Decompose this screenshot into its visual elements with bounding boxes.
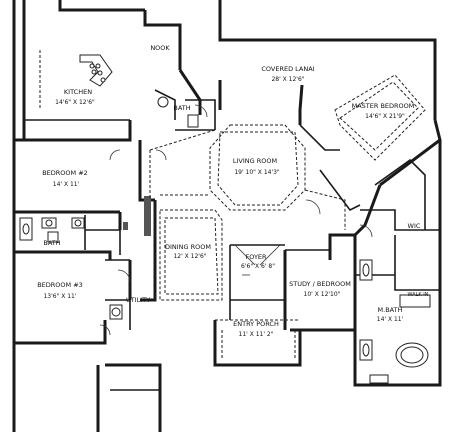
- room-label-master-bedroom: MASTER BEDROOM: [352, 102, 415, 110]
- room-size-bedroom-3: 13'6" X 11': [43, 293, 76, 300]
- doors: [99, 104, 373, 336]
- room-size-bedroom-2: 14' X 11': [53, 181, 80, 188]
- room-size-master-bedroom: 14'6" X 21'9": [365, 113, 405, 120]
- room-size-entry-porch: 11' X 11' 2": [239, 331, 274, 338]
- room-size-dining-room: 12' X 12'6": [173, 253, 206, 260]
- room-label-bath-2: BATH: [43, 239, 60, 247]
- room-size-kitchen: 14'6" X 12'6": [55, 99, 95, 106]
- room-size-m-bath: 14' X 11': [377, 316, 404, 323]
- room-label-study: STUDY / BEDROOM: [289, 280, 351, 288]
- ceiling-outlines: [39, 50, 426, 360]
- room-label-nook: NOOK: [150, 44, 170, 52]
- room-size-covered-lanai: 28' X 12'6": [271, 76, 304, 83]
- interior-walls: [24, 89, 440, 391]
- room-label-m-bath: M.BATH: [378, 306, 403, 314]
- stair-hatch: [144, 196, 151, 236]
- room-label-wic: WIC: [408, 222, 421, 230]
- room-label-foyer: FOYER: [245, 253, 267, 261]
- bath-fixtures: [19, 96, 431, 384]
- room-size-living-room: 19' 10" X 14'3": [234, 169, 280, 176]
- room-label-living-room: LIVING ROOM: [233, 157, 277, 165]
- room-label-bedroom-3: BEDROOM #3: [37, 281, 83, 289]
- wall-hatch: [123, 222, 128, 230]
- room-label-kitchen: KITCHEN: [64, 88, 92, 96]
- kitchen-island: [79, 54, 113, 87]
- room-size-foyer: 6'6" X 6' 8": [241, 263, 275, 270]
- room-label-entry-porch: ENTRY PORCH: [233, 320, 279, 328]
- room-size-study: 10' X 12'10": [304, 291, 341, 298]
- room-label-dining-room: DINING ROOM: [165, 243, 211, 251]
- room-label-utility: UTILITY: [126, 296, 150, 304]
- room-label-walk-in: WALK IN: [408, 292, 429, 298]
- room-label-bath-1: BATH: [173, 104, 190, 112]
- room-label-covered-lanai: COVERED LANAI: [261, 65, 314, 73]
- exterior-walls: [12, 0, 442, 432]
- room-label-bedroom-2: BEDROOM #2: [42, 169, 88, 177]
